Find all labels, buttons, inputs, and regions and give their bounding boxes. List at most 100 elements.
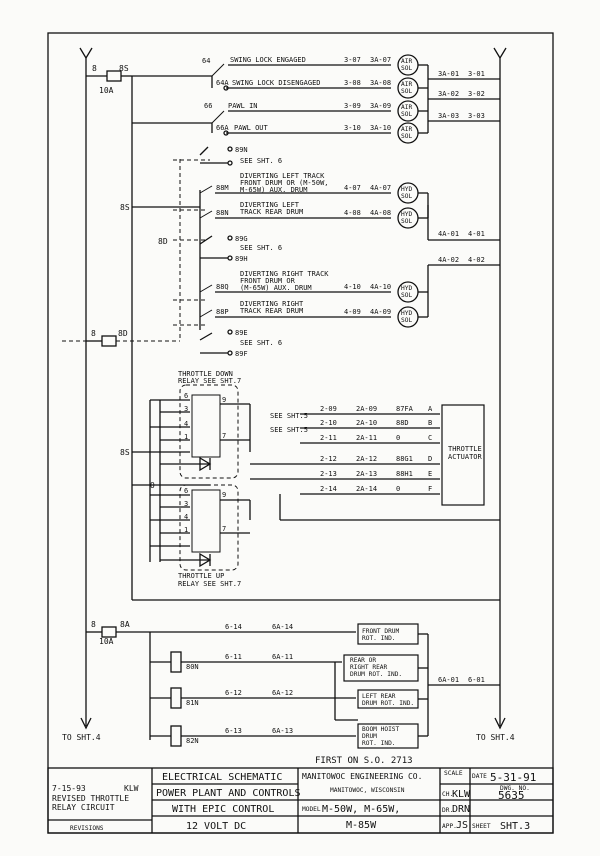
divert-3-label-1: DIVERTING RIGHT TRACK — [240, 270, 329, 278]
drum-4-label-1: BOOM HOIST — [362, 726, 400, 733]
swing-return-1-a: 3A-01 — [438, 70, 459, 78]
divert-1-wire: 88M — [216, 184, 229, 192]
first-on-note: FIRST ON S.O. 2713 — [315, 756, 413, 766]
sol-2-line-1: AIR — [401, 81, 412, 88]
up-pin-4: 4 — [184, 513, 188, 521]
title-line-4: 12 VOLT DC — [186, 821, 246, 832]
hyd-1-line-2: SOL — [401, 193, 412, 200]
down-pin-6: 6 — [184, 392, 188, 400]
divert-1-w2: 4A-07 — [370, 184, 391, 192]
actuator-label-2: ACTUATOR — [448, 453, 483, 461]
thr-w2-pin: B — [428, 419, 432, 427]
sol-3-line-2: SOL — [401, 111, 412, 118]
thr-w4-code: 88G1 — [396, 455, 413, 463]
divert-4-label-1: DIVERTING RIGHT — [240, 300, 304, 308]
throttle-labels: THROTTLE DOWN RELAY SEE SHT.7 THROTTLE U… — [120, 370, 483, 588]
swing-row-1-w1: 3-07 — [344, 56, 361, 64]
fuse1-wire-out: 8S — [119, 64, 129, 73]
thr-w3-2: 2A-11 — [356, 434, 377, 442]
up-pin-7: 7 — [222, 525, 226, 533]
swing-row-2-wire: 64A — [216, 79, 229, 87]
title-block — [47, 767, 554, 834]
thr-w3-pin: C — [428, 434, 432, 442]
divert-4-w1: 4-09 — [344, 308, 361, 316]
spare-mid-t3: 89H — [235, 255, 248, 263]
title-line-3: WITH EPIC CONTROL — [172, 804, 274, 815]
swing-row-2-label: SWING LOCK DISENGAGED — [232, 79, 321, 87]
divert-2-label-2: TRACK REAR DRUM — [240, 208, 303, 216]
swing-row-2-w2: 3A-08 — [370, 79, 391, 87]
fuse1-wire-in: 8 — [92, 64, 97, 73]
thr-w3-1: 2-11 — [320, 434, 337, 442]
up-pin-6: 6 — [184, 487, 188, 495]
thr-w5-pin: E — [428, 470, 432, 478]
drum-1-label-2: ROT. IND. — [362, 635, 396, 642]
hyd-4-line-2: SOL — [401, 317, 412, 324]
down-pin-7: 7 — [222, 432, 226, 440]
divert-3-wire: 88Q — [216, 283, 229, 291]
drum-3-w1: 6-12 — [225, 689, 242, 697]
drum-2-label-2: RIGHT REAR — [350, 664, 388, 671]
sheet-tag: SHEET — [472, 823, 491, 830]
swing-row-3-label: PAWL IN — [228, 102, 258, 110]
divert-4-wire: 88P — [216, 308, 229, 316]
drum-1-label-1: FRONT DRUM — [362, 628, 400, 635]
drum-3-w2: 6A-12 — [272, 689, 293, 697]
down-pin-9: 9 — [222, 396, 226, 404]
app-tag: APP. — [442, 823, 457, 830]
spare-top-t2: SEE SHT. 6 — [240, 157, 282, 165]
thr-w2-1: 2-10 — [320, 419, 337, 427]
mid-wire-left: 8 — [91, 329, 96, 338]
swing-row-4-w1: 3-10 — [344, 124, 361, 132]
up-relay-title-1: THROTTLE UP — [178, 572, 224, 580]
hyd-2-line-2: SOL — [401, 218, 412, 225]
title-line-1: ELECTRICAL SCHEMATIC — [162, 772, 282, 783]
throttle-zero-label: 0 — [150, 481, 155, 490]
fuse1-rating: 10A — [99, 86, 114, 95]
swing-row-3-w2: 3A-09 — [370, 102, 391, 110]
swing-return-1-b: 3-01 — [468, 70, 485, 78]
revisions-label: REVISIONS — [70, 825, 104, 832]
drum-2-label-1: REAR OR — [350, 657, 376, 664]
down-pin-4: 4 — [184, 420, 188, 428]
drum-wiring — [86, 623, 500, 749]
spare-bot-t2: SEE SHT. 6 — [240, 339, 282, 347]
divert-labels: 8S 8D 8 8D 89N SEE SHT. 6 DIVERTING LEFT… — [91, 146, 485, 358]
rev-desc-2: RELAY CIRCUIT — [52, 803, 115, 812]
date-tag: DATE — [472, 773, 487, 780]
up-relay-title-2: RELAY SEE SHT.7 — [178, 580, 241, 588]
drum-4-wire: 82N — [186, 737, 199, 745]
ch-value: KLW — [452, 789, 471, 800]
thr-w4-1: 2-12 — [320, 455, 337, 463]
app-value: JS — [456, 820, 468, 831]
up-pin-3: 3 — [184, 500, 188, 508]
fuse2-wire-in: 8 — [91, 620, 96, 629]
swing-row-4-wire: 66A — [216, 124, 229, 132]
rev-date: 7-15-93 — [52, 784, 86, 793]
throttle-wiring — [132, 384, 500, 601]
drum-2-w2: 6A-11 — [272, 653, 293, 661]
thr-w5-1: 2-13 — [320, 470, 337, 478]
title-block-text: 7-15-93 KLW REVISED THROTTLE RELAY CIRCU… — [52, 770, 536, 832]
hyd-1-line-1: HYD — [401, 186, 412, 193]
actuator-label-1: THROTTLE — [448, 445, 482, 453]
swing-return-2-b: 3-02 — [468, 90, 485, 98]
divert-return-2-a: 4A-02 — [438, 256, 459, 264]
divert-bus-label: 8S — [120, 203, 130, 212]
mid-wire-right: 8D — [118, 329, 128, 338]
divert-1-w1: 4-07 — [344, 184, 361, 192]
drum-2-wire: 80N — [186, 663, 199, 671]
thr-w3-code: 0 — [396, 434, 400, 442]
swing-row-1-w2: 3A-07 — [370, 56, 391, 64]
divert-3-label-3: (M-65W) AUX. DRUM — [240, 284, 312, 292]
hyd-4-line-1: HYD — [401, 310, 412, 317]
divert-2-label-1: DIVERTING LEFT — [240, 201, 300, 209]
divert-3-label-2: FRONT DRUM OR — [240, 277, 296, 285]
swing-labels: 64 SWING LOCK ENGAGED 3-07 3A-07 64A SWI… — [202, 56, 485, 140]
drum-1-w1: 6-14 — [225, 623, 242, 631]
thr-w1-2: 2A-09 — [356, 405, 377, 413]
to-sht4-left: TO SHT.4 — [62, 733, 101, 742]
divert-1-label-3: M-65W) AUX. DRUM — [240, 186, 307, 194]
drum-4-label-2: DRUM — [362, 733, 377, 740]
